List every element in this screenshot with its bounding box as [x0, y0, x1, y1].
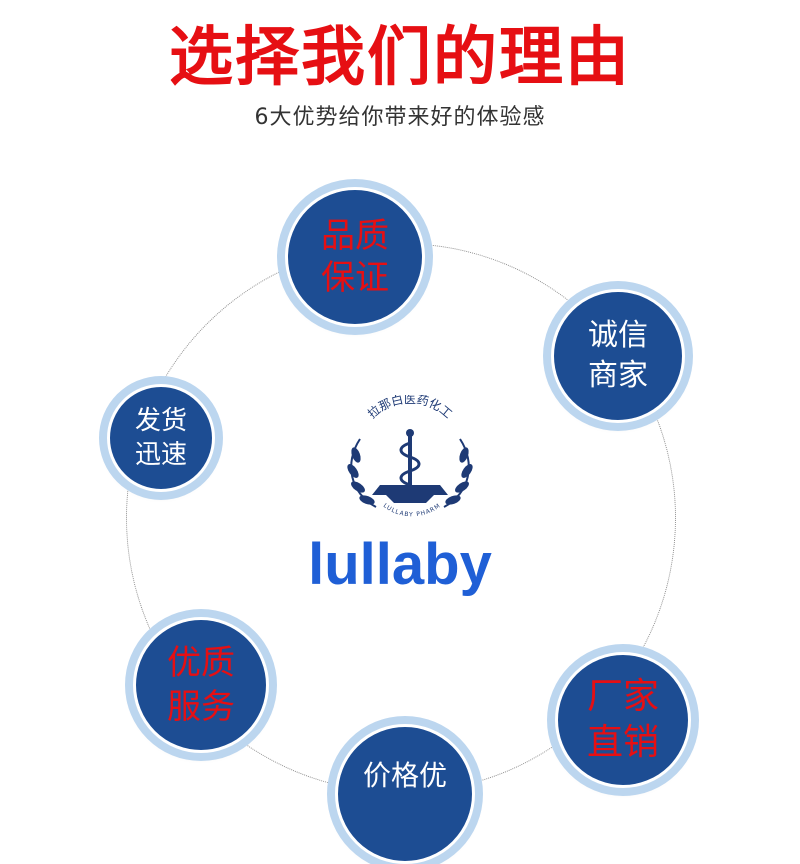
badge-label-line2: 保证: [321, 258, 389, 298]
badge-label-line1: 发货: [134, 406, 187, 436]
logo-top-text: 拉那白医药化工: [364, 395, 454, 421]
caduceus-icon: [372, 429, 448, 503]
badge-label-line1: 厂家: [586, 676, 659, 717]
page-subtitle: 6大优势给你带来好的体验感: [254, 105, 546, 130]
badge-factory-direct: 厂家 直销: [555, 652, 691, 788]
badge-label-line2: 服务: [167, 687, 235, 727]
badge-label-line2: 迅速: [134, 440, 187, 470]
badge-label-line1: 优质: [167, 643, 235, 683]
page-title: 选择我们的理由: [169, 21, 631, 95]
company-logo: 拉那白医药化工 LULLABY PHARM: [347, 395, 473, 518]
badge-price-advantage: 价格优: [335, 724, 475, 864]
svg-text:拉那白医药化工: 拉那白医药化工: [364, 395, 454, 421]
badge-label-line1: 价格优: [362, 759, 447, 792]
laurel-icon: [347, 438, 473, 508]
badge-label-line2: 直销: [586, 722, 659, 763]
svg-text:LULLABY PHARM: LULLABY PHARM: [382, 502, 442, 518]
badge-label-line1: 品质: [321, 216, 389, 256]
badge-label-line2: 商家: [588, 358, 648, 393]
logo-bottom-text: LULLABY PHARM: [382, 502, 441, 518]
brand-name: lullaby: [308, 532, 492, 597]
badge-label-line1: 诚信: [588, 318, 648, 353]
badge-honest-merchant: 诚信 商家: [551, 289, 685, 423]
badge-quality-service: 优质 服务: [133, 617, 269, 753]
badge-fast-shipping: 发货 迅速: [107, 384, 215, 492]
badge-quality-guarantee: 品质 保证: [285, 187, 425, 327]
